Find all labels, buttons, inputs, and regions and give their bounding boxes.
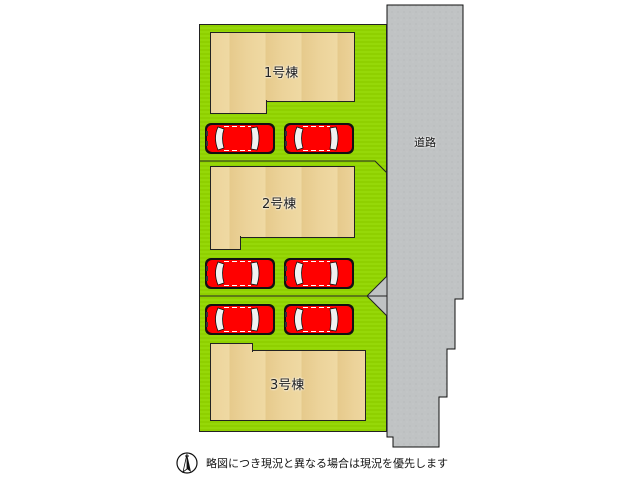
car-3 — [204, 257, 276, 290]
car-4 — [283, 257, 355, 290]
lot-dividers — [199, 160, 388, 318]
house-1-annex — [210, 100, 267, 114]
road-label: 道路 — [414, 136, 436, 149]
house-2-label: 2号棟 — [262, 197, 297, 212]
house-1-label: 1号棟 — [264, 66, 299, 81]
car-1 — [204, 122, 276, 155]
car-6 — [283, 303, 355, 336]
house-3 — [210, 350, 366, 421]
house-2 — [210, 166, 355, 238]
footer-note: 略図につき現況と異なる場合は現況を優先します — [176, 452, 448, 474]
house-1 — [210, 32, 355, 102]
north-arrow-icon — [176, 452, 198, 474]
road — [386, 4, 464, 448]
house-2-annex — [210, 236, 241, 250]
house-3-annex — [210, 343, 253, 352]
car-2 — [283, 122, 355, 155]
car-5 — [204, 303, 276, 336]
house-3-label: 3号棟 — [270, 378, 305, 393]
disclaimer-text: 略図につき現況と異なる場合は現況を優先します — [206, 457, 448, 470]
